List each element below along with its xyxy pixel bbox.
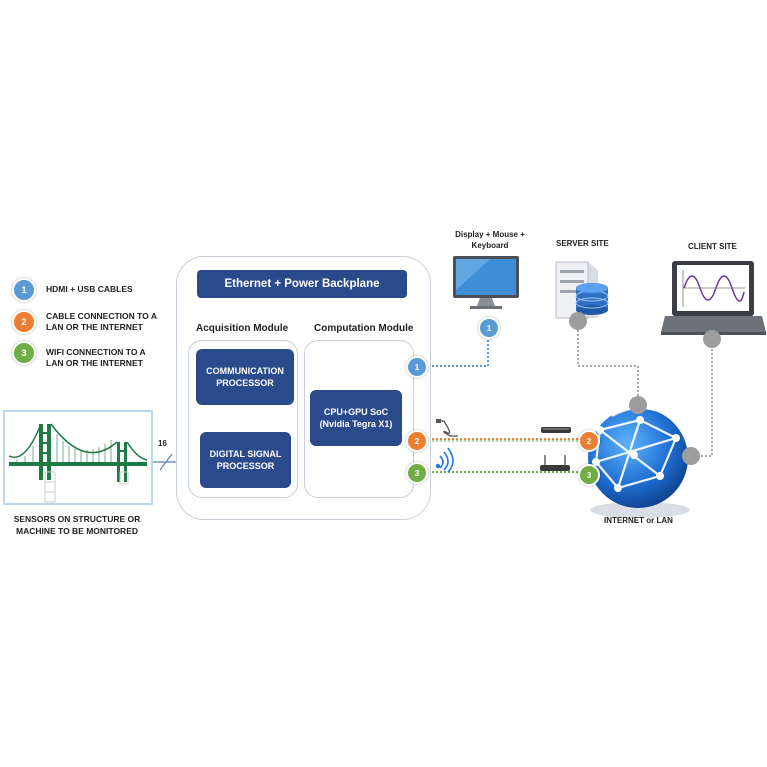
comm-processor-label-1: COMMUNICATION — [206, 366, 284, 376]
sensor-label-line1: SENSORS ON STRUCTURE OR — [13, 514, 141, 524]
bus-width-label: 16 — [158, 439, 167, 448]
sensor-label-line2: MACHINE TO BE MONITORED — [16, 526, 138, 536]
client-link — [692, 345, 713, 457]
port-3-badge: 3 — [406, 462, 428, 484]
legend-badge-1: 1 — [12, 278, 36, 302]
legend-badge-2: 2 — [12, 310, 36, 334]
comm-processor-label-2: PROCESSOR — [216, 378, 274, 388]
client-site-label: CLIENT SITE — [688, 242, 737, 251]
network-port-3-badge: 3 — [578, 464, 600, 486]
legend-text-2a: CABLE CONNECTION TO A — [46, 311, 157, 321]
backplane-label: Ethernet + Power Backplane — [224, 278, 380, 290]
cpu-gpu-soc: CPU+GPU SoC (Nvidia Tegra X1) — [310, 390, 402, 446]
internet-lan-label: INTERNET or LAN — [604, 516, 673, 525]
bridge-icon — [8, 423, 148, 503]
soc-label-1: CPU+GPU SoC — [323, 407, 389, 417]
display-label-1: Display + Mouse + — [455, 230, 525, 239]
legend-text-3b: LAN OR THE INTERNET — [46, 358, 143, 368]
dsp-label-1: DIGITAL SIGNAL — [209, 449, 282, 459]
network-port-2-badge: 2 — [578, 430, 600, 452]
bus-slash — [159, 453, 173, 471]
legend-text-3a: WIFI CONNECTION TO A — [46, 347, 146, 357]
port-1-badge: 1 — [406, 356, 428, 378]
display-label-2: Keyboard — [471, 241, 509, 250]
legend-text-1: HDMI + USB CABLES — [46, 284, 133, 294]
server-site-label: SERVER SITE — [556, 239, 609, 248]
communication-processor: COMMUNICATION PROCESSOR — [196, 349, 294, 405]
computation-module-title: Computation Module — [314, 323, 414, 334]
legend-badge-3: 3 — [12, 341, 36, 365]
hdmi-usb-line — [428, 338, 489, 367]
bridge-panel — [3, 410, 153, 505]
dsp-label-2: PROCESSOR — [216, 461, 275, 471]
server-link — [577, 322, 639, 400]
soc-label-2: (Nvidia Tegra X1) — [319, 419, 393, 429]
backplane-bar: Ethernet + Power Backplane — [197, 270, 407, 298]
legend-text-2b: LAN OR THE INTERNET — [46, 322, 143, 332]
acquisition-module-title: Acquisition Module — [196, 323, 289, 334]
display-port-badge: 1 — [478, 317, 500, 339]
port-2-badge: 2 — [406, 430, 428, 452]
digital-signal-processor: DIGITAL SIGNAL PROCESSOR — [200, 432, 291, 488]
